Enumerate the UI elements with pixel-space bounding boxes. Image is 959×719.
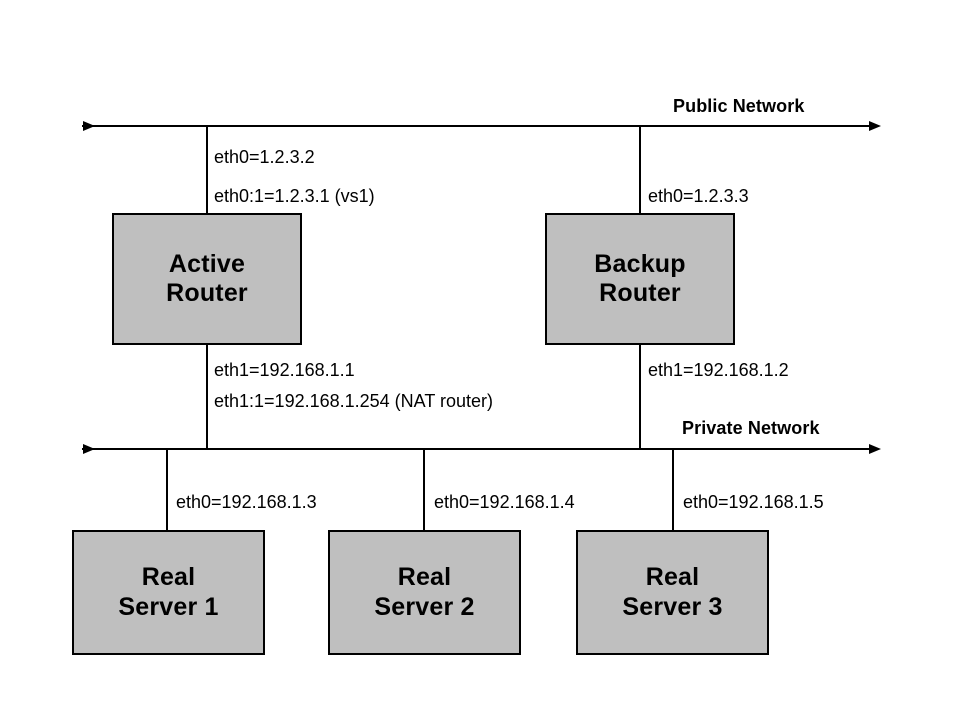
active-router-label-line2: Router — [166, 279, 248, 307]
real-server-3-box[interactable]: Real Server 3 — [576, 530, 769, 655]
private-network-label: Private Network — [682, 418, 820, 438]
backup-router-label-line1: Backup — [594, 249, 686, 278]
real-server-1-label-line1: Real — [141, 563, 196, 591]
real-server-3-label-line2: Server 3 — [622, 592, 723, 621]
real-server-3-label-line1: Real — [645, 563, 700, 591]
active-router-box[interactable]: Active Router — [112, 213, 302, 345]
real-server-2-label-line1: Real — [397, 563, 452, 591]
real-server-1-box[interactable]: Real Server 1 — [72, 530, 265, 655]
real-server-1-eth0-label: eth0=192.168.1.3 — [176, 492, 317, 512]
active-router-eth0-alias-label: eth0:1=1.2.3.1 (vs1) — [214, 186, 375, 206]
real-server-2-eth0-label: eth0=192.168.1.4 — [434, 492, 575, 512]
active-router-eth0-label: eth0=1.2.3.2 — [214, 147, 315, 167]
real-server-3-eth0-label: eth0=192.168.1.5 — [683, 492, 824, 512]
backup-router-eth0-label: eth0=1.2.3.3 — [648, 186, 749, 206]
real-server-2-label-line2: Server 2 — [374, 592, 475, 621]
public-network-label: Public Network — [673, 96, 805, 116]
active-router-label-line1: Active — [168, 249, 246, 278]
backup-router-box[interactable]: Backup Router — [545, 213, 735, 345]
real-server-2-box[interactable]: Real Server 2 — [328, 530, 521, 655]
backup-router-label-line2: Router — [599, 279, 681, 307]
backup-router-eth1-label: eth1=192.168.1.2 — [648, 360, 789, 380]
real-server-1-label-line2: Server 1 — [118, 592, 219, 621]
active-router-eth1-alias-label: eth1:1=192.168.1.254 (NAT router) — [214, 391, 494, 411]
active-router-eth1-label: eth1=192.168.1.1 — [214, 360, 355, 380]
